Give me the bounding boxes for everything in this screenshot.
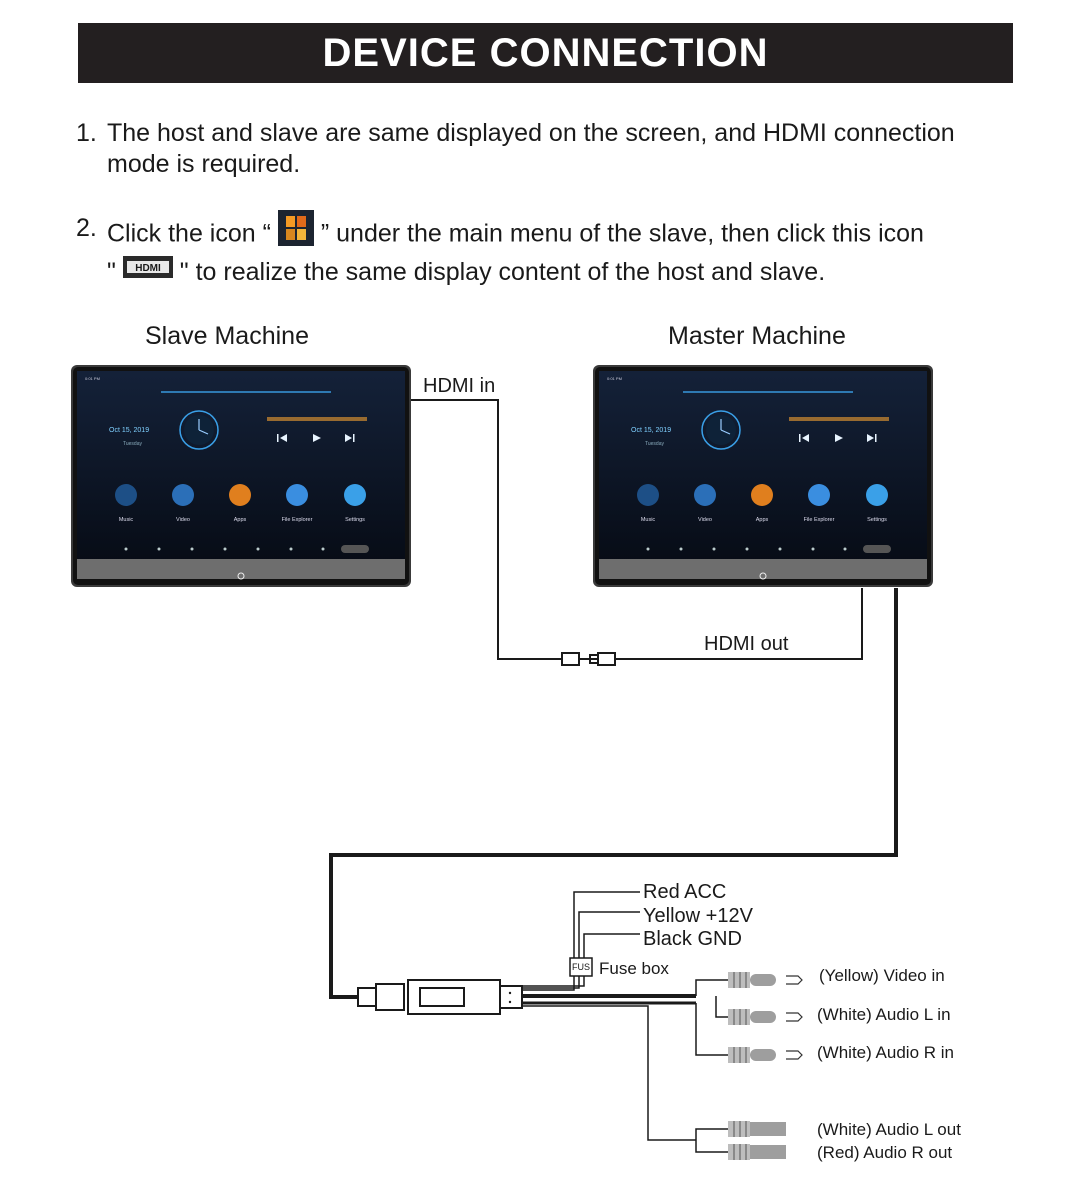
step-2-line-1: Click the icon “ ” under the main menu o… bbox=[107, 210, 1036, 257]
screen-date: Oct 15, 2019 bbox=[109, 427, 149, 434]
fuse-box bbox=[569, 957, 593, 977]
main-harness bbox=[329, 588, 898, 999]
harness-module bbox=[407, 979, 501, 1015]
status-time: 0:01 PM bbox=[85, 376, 100, 381]
audio-r-in-label: (White) Audio R in bbox=[817, 1043, 954, 1062]
hdmi-plug-right bbox=[597, 652, 616, 666]
file-explorer-icon bbox=[286, 484, 308, 506]
app-label-apps: Apps bbox=[756, 517, 769, 523]
fuse-tag: FUS bbox=[572, 962, 590, 972]
screen-day: Tuesday bbox=[645, 441, 664, 447]
app-dock bbox=[115, 484, 366, 506]
red-acc-label: Red ACC bbox=[643, 881, 727, 903]
nav-bar bbox=[646, 545, 891, 553]
app-label-file-explorer: File Explorer bbox=[282, 517, 313, 523]
step-1-line-2: mode is required. bbox=[107, 150, 301, 178]
step-1: 1. The host and slave are same displayed… bbox=[76, 118, 1036, 180]
step-2: 2. Click the icon “ ” under the main men… bbox=[76, 210, 1036, 289]
slave-screen: 0:01 PM Oct 15, 2019 Tuesday Music Video… bbox=[71, 365, 411, 587]
app-label-file-explorer: File Explorer bbox=[804, 517, 835, 523]
hdmi-icon: HDMI bbox=[122, 255, 173, 286]
app-label-video: Video bbox=[698, 517, 712, 523]
power-icon bbox=[759, 572, 767, 580]
rca-jack-audio-l-out bbox=[728, 1121, 786, 1137]
apps-icon bbox=[751, 484, 773, 506]
step-1-line-1: The host and slave are same displayed on… bbox=[107, 119, 955, 147]
apps-icon bbox=[229, 484, 251, 506]
step-number: 1. bbox=[76, 119, 97, 147]
app-label-music: Music bbox=[641, 517, 656, 523]
hdmi-out-label: HDMI out bbox=[704, 633, 789, 655]
hdmi-in-cable bbox=[411, 399, 562, 660]
step-2-text-c: " bbox=[107, 258, 116, 286]
video-in-label: (Yellow) Video in bbox=[819, 966, 945, 985]
audio-r-out-label: (Red) Audio R out bbox=[817, 1143, 953, 1162]
screen-day: Tuesday bbox=[123, 441, 142, 447]
screen-date: Oct 15, 2019 bbox=[631, 427, 671, 434]
step-2-text-a: Click the icon “ bbox=[107, 219, 271, 248]
step-2-text-d: " to realize the same display content of… bbox=[179, 258, 826, 286]
rca-jack-audio-r-out bbox=[728, 1144, 786, 1160]
settings-icon bbox=[344, 484, 366, 506]
media-controls bbox=[799, 434, 877, 442]
apps-icon bbox=[277, 210, 314, 254]
audio-l-in-label: (White) Audio L in bbox=[817, 1005, 951, 1024]
music-icon bbox=[637, 484, 659, 506]
page-title: DEVICE CONNECTION bbox=[78, 23, 1013, 83]
clock-icon bbox=[701, 410, 741, 450]
fuse-box-label: Fuse box bbox=[599, 959, 669, 978]
step-number: 2. bbox=[76, 214, 97, 242]
rca-plug-video-in bbox=[728, 972, 803, 988]
app-dock bbox=[637, 484, 888, 506]
hdmi-badge-text: HDMI bbox=[135, 263, 161, 274]
app-label-apps: Apps bbox=[234, 517, 247, 523]
clock-icon bbox=[179, 410, 219, 450]
step-2-text-b: ” under the main menu of the slave, then… bbox=[320, 219, 924, 248]
power-icon bbox=[237, 572, 245, 580]
app-label-music: Music bbox=[119, 517, 134, 523]
hdmi-out-cable bbox=[615, 588, 863, 660]
hdmi-plug-left bbox=[561, 652, 580, 666]
nav-bar bbox=[124, 545, 369, 553]
master-machine-label: Master Machine bbox=[668, 322, 846, 350]
slave-machine-label: Slave Machine bbox=[145, 322, 309, 350]
audio-l-out-label: (White) Audio L out bbox=[817, 1120, 961, 1139]
step-2-line-2: " HDMI " to realize the same display con… bbox=[107, 255, 1036, 289]
app-label-video: Video bbox=[176, 517, 190, 523]
hdmi-in-label: HDMI in bbox=[423, 375, 496, 397]
app-label-settings: Settings bbox=[345, 517, 365, 523]
media-controls bbox=[277, 434, 355, 442]
black-gnd-label: Black GND bbox=[643, 928, 742, 950]
music-icon bbox=[115, 484, 137, 506]
rca-plug-audio-l-in bbox=[728, 1009, 803, 1025]
app-label-settings: Settings bbox=[867, 517, 887, 523]
video-icon bbox=[172, 484, 194, 506]
harness-plug bbox=[357, 987, 377, 1007]
settings-icon bbox=[866, 484, 888, 506]
video-icon bbox=[694, 484, 716, 506]
status-time: 0:01 PM bbox=[607, 376, 622, 381]
file-explorer-icon bbox=[808, 484, 830, 506]
rca-plug-audio-r-in bbox=[728, 1047, 803, 1063]
yellow-12v-label: Yellow +12V bbox=[643, 905, 753, 927]
master-screen: 0:01 PM Oct 15, 2019 Tuesday Music Video… bbox=[593, 365, 933, 587]
